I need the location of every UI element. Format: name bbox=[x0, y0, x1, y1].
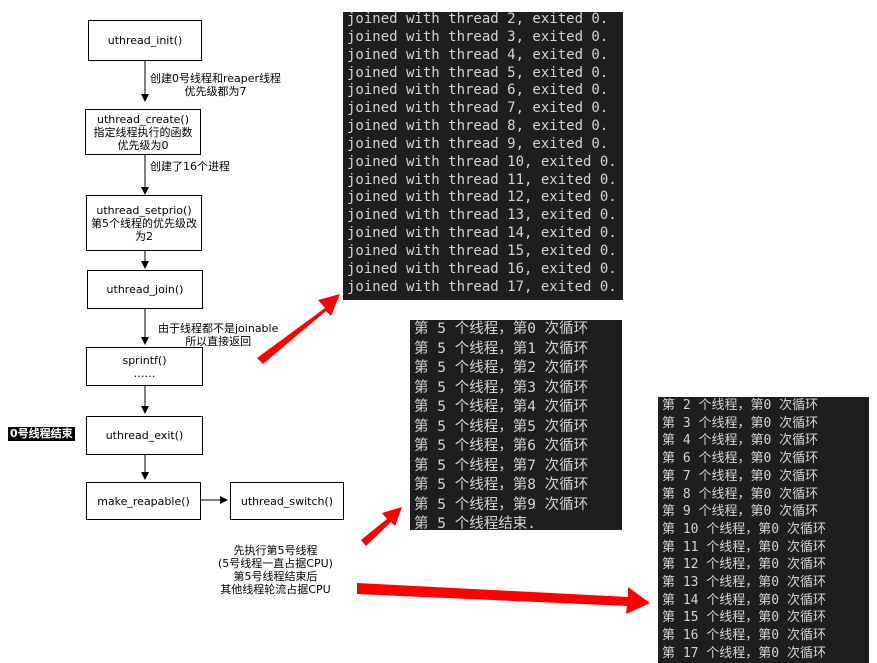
terminal-line: 第 9 个线程，第0 次循环 bbox=[662, 504, 819, 520]
node-text-line: …… bbox=[133, 366, 156, 380]
node-text-line: uthread_exit() bbox=[105, 429, 184, 442]
label-line: 创建0号线程和reaper线程 bbox=[150, 72, 282, 85]
terminal-line: 第 11 个线程，第0 次循环 bbox=[662, 539, 826, 555]
terminal-line: 第 2 个线程，第0 次循环 bbox=[662, 398, 819, 413]
label-init-create: 创建0号线程和reaper线程优先级都为7 bbox=[150, 72, 281, 98]
label-create-setprio: 创建了16个进程 bbox=[150, 160, 230, 173]
node-text-line: uthread_create() bbox=[96, 112, 190, 126]
node-text-line: sprintf() bbox=[122, 353, 167, 367]
terminal-line: 第 5 个线程，第0 次循环 bbox=[414, 321, 589, 337]
node-text-line: 为2 bbox=[135, 229, 153, 243]
terminal-line: joined with thread 4, exited 0. bbox=[347, 46, 609, 63]
label-line: 优先级都为7 bbox=[184, 85, 247, 98]
terminal-line: 第 5 个线程，第2 次循环 bbox=[414, 360, 589, 376]
bottom-note: 先执行第5号线程(5号线程一直占据CPU)第5号线程结束后其他线程轮流占据CPU bbox=[218, 544, 333, 596]
node-text-line: uthread_init() bbox=[107, 34, 183, 47]
terminal-line: 第 16 个线程，第0 次循环 bbox=[662, 628, 826, 644]
terminal-others-output: 第 2 个线程，第0 次循环第 3 个线程，第0 次循环第 4 个线程，第0 次… bbox=[658, 397, 869, 663]
label-line: 创建了16个进程 bbox=[150, 160, 230, 173]
red-arrow-to-thread5-output bbox=[361, 507, 402, 546]
terminal-line: 第 10 个线程，第0 次循环 bbox=[662, 521, 826, 537]
node-text-line: 第5个线程的优先级改 bbox=[91, 216, 197, 230]
terminal-thread5-lines: 第 5 个线程，第0 次循环第 5 个线程，第1 次循环第 5 个线程，第2 次… bbox=[414, 320, 622, 530]
label-line: 先执行第5号线程 bbox=[233, 544, 318, 557]
terminal-line: joined with thread 8, exited 0. bbox=[347, 118, 609, 135]
terminal-line: joined with thread 14, exited 0. bbox=[347, 225, 617, 242]
label-line: 由于线程都不是joinable bbox=[158, 322, 279, 335]
terminal-line: joined with thread 9, exited 0. bbox=[347, 135, 609, 152]
terminal-line: joined with thread 13, exited 0. bbox=[347, 207, 617, 224]
node-uthread-init: uthread_init() bbox=[88, 20, 202, 61]
terminal-line: joined with thread 10, exited 0. bbox=[347, 153, 617, 170]
terminal-line: 第 12 个线程，第0 次循环 bbox=[662, 557, 826, 573]
terminal-line: 第 5 个线程，第5 次循环 bbox=[414, 418, 589, 435]
terminal-line: 第 7 个线程，第0 次循环 bbox=[662, 468, 819, 484]
terminal-line: joined with thread 11, exited 0. bbox=[347, 171, 617, 188]
node-text-line: make_reapable() bbox=[97, 494, 190, 508]
terminal-line: 第 8 个线程，第0 次循环 bbox=[662, 486, 819, 502]
terminal-line: joined with thread 15, exited 0. bbox=[347, 242, 617, 259]
node-text-line: uthread_switch() bbox=[240, 494, 334, 508]
terminal-line: 第 17 个线程，第0 次循环 bbox=[662, 645, 826, 661]
node-text-line: uthread_setprio() bbox=[96, 203, 192, 217]
label-line: 其他线程轮流占据CPU bbox=[220, 583, 331, 596]
terminal-line: 第 5 个线程，第6 次循环 bbox=[414, 438, 589, 454]
node-make-reapable: make_reapable() bbox=[86, 482, 201, 520]
terminal-line: joined with thread 7, exited 0. bbox=[347, 100, 609, 117]
side-note-thread0-ended: 0号线程结束 bbox=[8, 427, 75, 441]
terminal-line: joined with thread 3, exited 0. bbox=[347, 28, 609, 45]
terminal-line: 第 6 个线程，第0 次循环 bbox=[662, 451, 819, 467]
terminal-join-output: joined with thread 2, exited 0.joined wi… bbox=[343, 12, 623, 300]
node-uthread-create: uthread_create()指定线程执行的函数优先级为0 bbox=[85, 109, 201, 155]
terminal-line: 第 5 个线程，第8 次循环 bbox=[414, 477, 589, 493]
terminal-line: 第 5 个线程，第1 次循环 bbox=[414, 340, 589, 357]
terminal-line: joined with thread 16, exited 0. bbox=[347, 260, 617, 277]
label-line: 所以直接返回 bbox=[185, 335, 252, 348]
label-line: (5号线程一直占据CPU) bbox=[218, 557, 333, 570]
terminal-line: joined with thread 2, exited 0. bbox=[347, 12, 609, 27]
terminal-others-lines: 第 2 个线程，第0 次循环第 3 个线程，第0 次循环第 4 个线程，第0 次… bbox=[662, 397, 869, 663]
node-sprintf: sprintf()…… bbox=[86, 347, 203, 386]
node-uthread-join: uthread_join() bbox=[87, 270, 203, 309]
terminal-line: 第 14 个线程，第0 次循环 bbox=[662, 592, 826, 608]
node-uthread-setprio: uthread_setprio()第5个线程的优先级改为2 bbox=[86, 195, 202, 251]
node-text-line: 优先级为0 bbox=[117, 138, 169, 152]
terminal-line: 第 5 个线程，第3 次循环 bbox=[414, 379, 589, 396]
terminal-line: 第 5 个线程，第7 次循环 bbox=[414, 457, 589, 474]
terminal-line: 第 5 个线程，第9 次循环 bbox=[414, 496, 589, 513]
terminal-line: 第 3 个线程，第0 次循环 bbox=[662, 415, 819, 431]
red-arrow-to-others-output bbox=[357, 583, 650, 614]
terminal-line: 第 5 个线程结束. bbox=[414, 516, 536, 530]
terminal-line: joined with thread 6, exited 0. bbox=[347, 82, 609, 99]
terminal-line: joined with thread 17, exited 0. bbox=[347, 278, 617, 295]
terminal-thread5-output: 第 5 个线程，第0 次循环第 5 个线程，第1 次循环第 5 个线程，第2 次… bbox=[410, 320, 622, 530]
node-uthread-switch: uthread_switch() bbox=[230, 482, 344, 520]
terminal-line: joined with thread 12, exited 0. bbox=[347, 189, 617, 206]
node-uthread-exit: uthread_exit() bbox=[86, 416, 203, 455]
terminal-line: joined with thread 5, exited 0. bbox=[347, 64, 609, 81]
node-text-line: uthread_join() bbox=[106, 283, 184, 296]
terminal-line: 第 13 个线程，第0 次循环 bbox=[662, 575, 826, 591]
terminal-line: 第 4 个线程，第0 次循环 bbox=[662, 433, 819, 449]
node-text-line: 指定线程执行的函数 bbox=[93, 125, 193, 139]
red-arrow-to-join-output bbox=[257, 294, 340, 364]
label-line: 第5号线程结束后 bbox=[233, 570, 318, 583]
terminal-line: 第 15 个线程，第0 次循环 bbox=[662, 610, 826, 626]
terminal-line: 第 5 个线程，第4 次循环 bbox=[414, 399, 589, 415]
terminal-join-lines: joined with thread 2, exited 0.joined wi… bbox=[347, 12, 623, 297]
